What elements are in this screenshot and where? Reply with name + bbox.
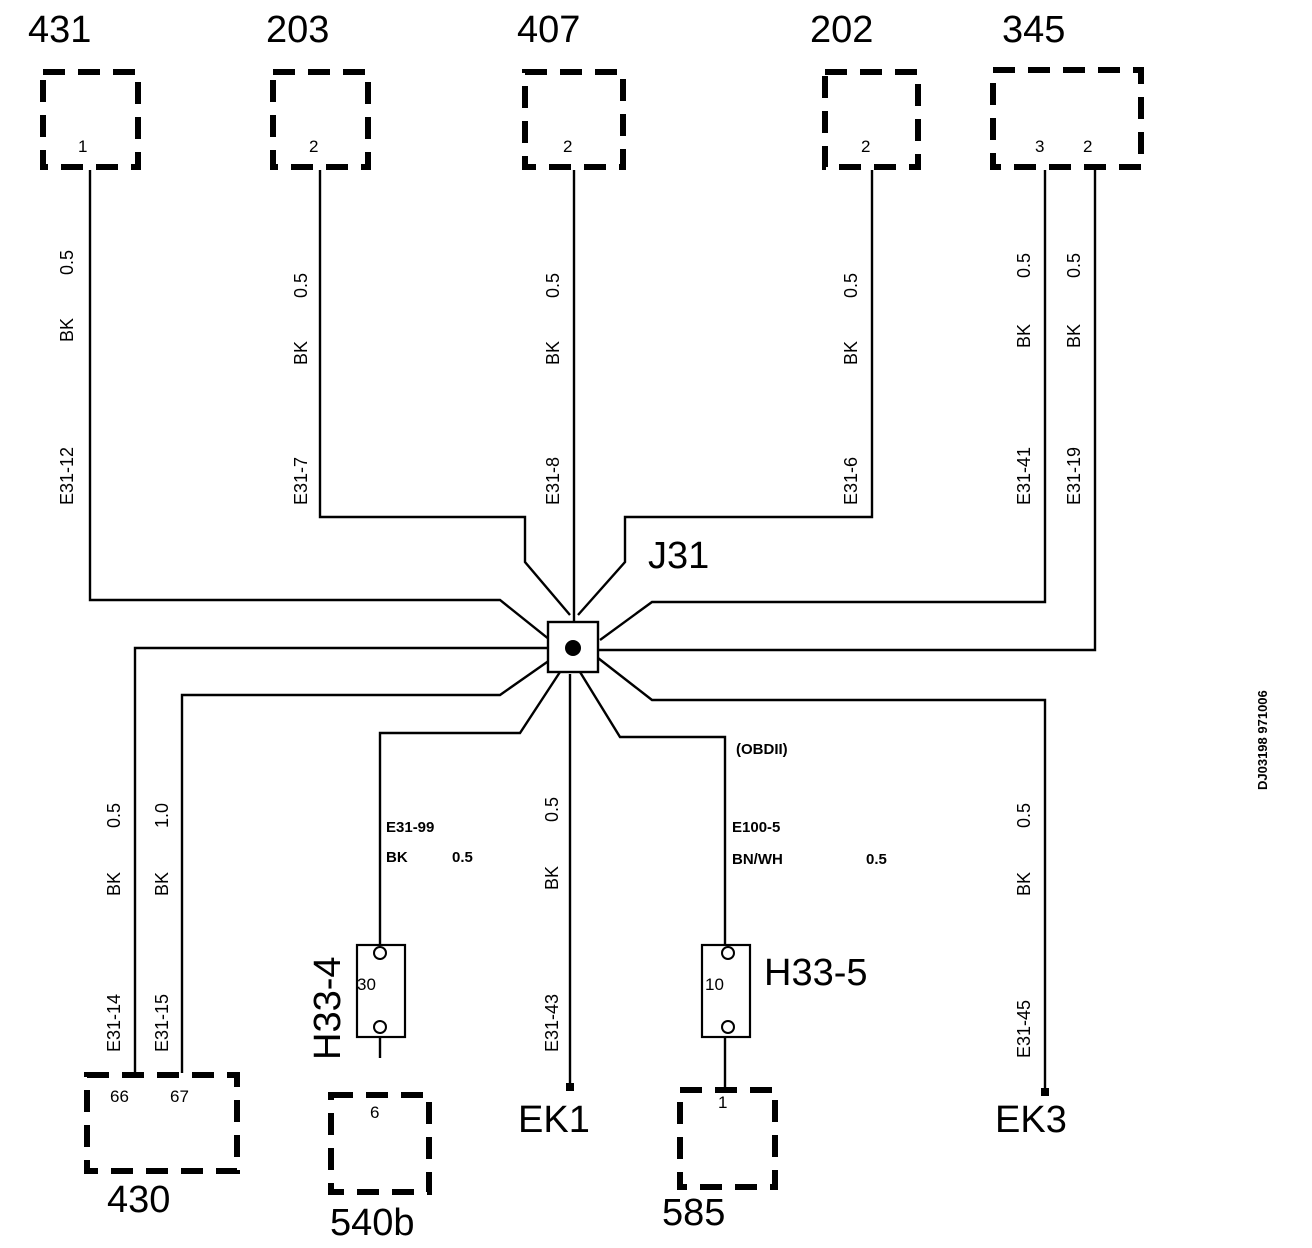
wire-430-66	[133, 646, 548, 1073]
component-540b-label: 540b	[330, 1202, 415, 1244]
component-202-box	[822, 69, 921, 170]
wire-202-color: BK	[841, 341, 861, 365]
component-431-box	[40, 69, 141, 170]
wire-431-color: BK	[57, 318, 77, 342]
wire-h33-4	[378, 671, 562, 945]
connector-h33-4-terminal-top	[373, 946, 387, 960]
component-585-box	[677, 1087, 778, 1190]
wire-h33-5-connector: E100-5	[732, 819, 780, 836]
component-203-box	[270, 69, 371, 170]
wire-h33-5-size: 0.5	[866, 851, 887, 868]
wire-431-connector: E31-12	[57, 447, 77, 505]
component-540b-pin: 6	[370, 1103, 379, 1122]
component-203-label: 203	[266, 9, 329, 51]
wire-345-3-size: 0.5	[1014, 253, 1034, 278]
connector-h33-4-terminal-bottom	[373, 1020, 387, 1034]
component-407-label: 407	[517, 9, 580, 51]
wire-430-66-size: 0.5	[104, 803, 124, 828]
wire-ek3-color: BK	[1014, 872, 1034, 896]
component-430-label: 430	[107, 1179, 170, 1221]
wire-ek3-size: 0.5	[1014, 803, 1034, 828]
wire-345-2	[598, 170, 1097, 652]
component-430-pin-b: 67	[170, 1087, 189, 1106]
wire-430-67-connector: E31-15	[152, 994, 172, 1052]
wire-h33-5	[578, 671, 727, 945]
ground-ek1-label: EK1	[518, 1099, 590, 1141]
component-407-box	[522, 69, 626, 170]
wire-345-2-connector: E31-19	[1064, 447, 1084, 505]
wire-h33-5-note: (OBDII)	[736, 741, 788, 758]
wire-345-3	[599, 170, 1047, 641]
component-345-pin-b: 2	[1083, 137, 1092, 156]
wire-430-67	[180, 659, 551, 1073]
component-407-pin: 2	[563, 137, 572, 156]
wire-ek3-connector: E31-45	[1014, 1000, 1034, 1058]
component-431-pin: 1	[78, 137, 87, 156]
ground-ek3-terminal	[1041, 1088, 1049, 1096]
wire-h33-4-size: 0.5	[452, 849, 473, 866]
wire-430-66-connector: E31-14	[104, 994, 124, 1052]
component-430-box	[84, 1072, 240, 1174]
wire-431	[88, 170, 551, 641]
ground-ek1-terminal	[566, 1083, 574, 1091]
component-203-pin: 2	[309, 137, 318, 156]
wire-203-connector: E31-7	[291, 457, 311, 505]
wire-203	[318, 170, 571, 616]
wire-345-3-color: BK	[1014, 324, 1034, 348]
component-430-pin-a: 66	[110, 1087, 129, 1106]
connector-h33-5-pin: 10	[705, 975, 724, 994]
wire-407-color: BK	[543, 341, 563, 365]
component-540b-box	[328, 1092, 432, 1195]
wire-ek1-color: BK	[542, 866, 562, 890]
wire-430-66-color: BK	[104, 872, 124, 896]
wire-ek3	[597, 657, 1047, 1090]
wire-202	[577, 170, 874, 616]
component-585-label: 585	[662, 1192, 725, 1234]
wire-h33-5-color: BN/WH	[732, 851, 783, 868]
wire-345-2-size: 0.5	[1064, 253, 1084, 278]
connector-h33-5-label: H33-5	[764, 952, 868, 994]
component-431-label: 431	[28, 9, 91, 51]
wire-203-size: 0.5	[291, 273, 311, 298]
component-202-label: 202	[810, 9, 873, 51]
component-345-label: 345	[1002, 9, 1065, 51]
connector-h33-5-terminal-bottom	[721, 1020, 735, 1034]
junction-j31-label: J31	[648, 535, 709, 577]
junction-j31-box	[546, 620, 600, 674]
wire-ek1-connector: E31-43	[542, 994, 562, 1052]
component-345-box	[990, 67, 1144, 170]
wire-345-2-color: BK	[1064, 324, 1084, 348]
connector-h33-5-terminal-top	[721, 946, 735, 960]
wire-431-size: 0.5	[57, 250, 77, 275]
wire-430-67-size: 1.0	[152, 803, 172, 828]
junction-j31-dot	[565, 640, 581, 656]
wire-h33-4-color: BK	[386, 849, 408, 866]
wire-202-connector: E31-6	[841, 457, 861, 505]
ground-ek3-label: EK3	[995, 1099, 1067, 1141]
wire-407-size: 0.5	[543, 273, 563, 298]
wire-ek1-size: 0.5	[542, 797, 562, 822]
wire-407-connector: E31-8	[543, 457, 563, 505]
wire-430-67-color: BK	[152, 872, 172, 896]
document-code: DJ03198 971006	[1255, 690, 1270, 790]
wire-h33-4-connector: E31-99	[386, 819, 434, 836]
component-202-pin: 2	[861, 137, 870, 156]
wire-203-color: BK	[291, 341, 311, 365]
connector-h33-4-pin: 30	[357, 975, 376, 994]
wire-345-3-connector: E31-41	[1014, 447, 1034, 505]
component-585-pin: 1	[718, 1093, 727, 1112]
connector-h33-4-label: H33-4	[307, 957, 349, 1061]
wire-202-size: 0.5	[841, 273, 861, 298]
component-345-pin-a: 3	[1035, 137, 1044, 156]
